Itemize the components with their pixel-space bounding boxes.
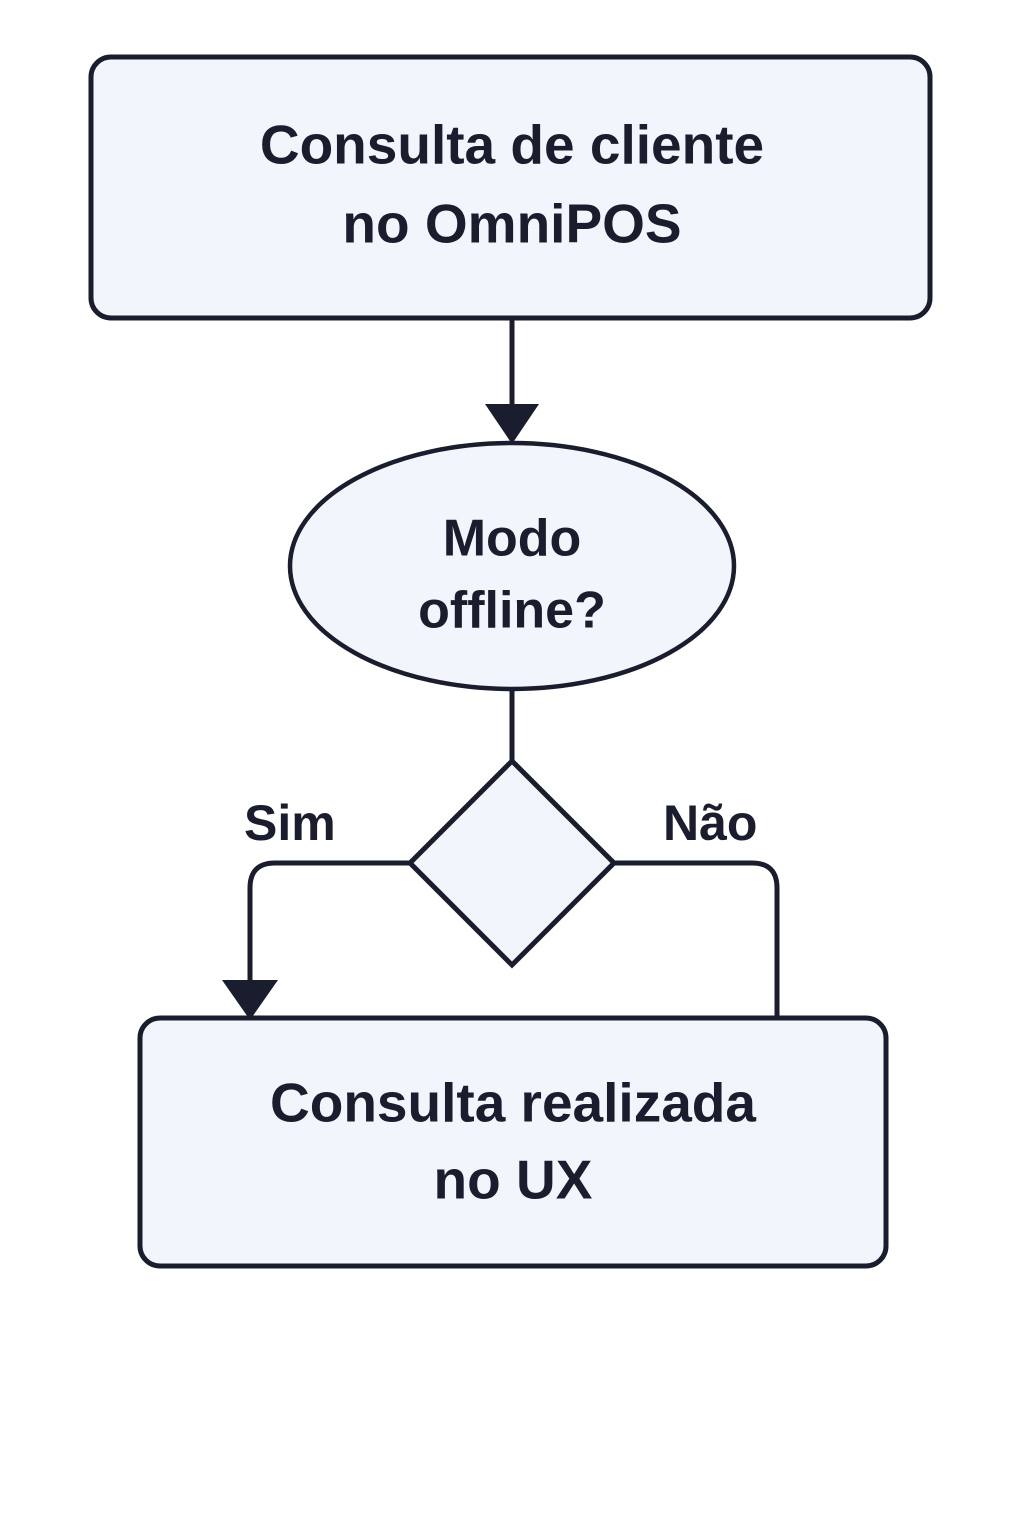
arrowhead-icon-start-to-modo-offline <box>485 404 539 444</box>
node-decision-diamond[interactable] <box>406 757 618 969</box>
edge-label-nao: Não <box>663 795 757 851</box>
node-consulta-de-cliente-no-omnipos[interactable]: Consulta de cliente no OmniPOS <box>88 54 933 321</box>
node-shape-diamond-decision <box>406 757 618 969</box>
node-label-start-line1: Consulta de cliente <box>260 114 764 176</box>
node-shape-ellipse-modo-offline <box>287 440 737 692</box>
node-label-start-line2: no OmniPOS <box>342 193 681 255</box>
edge-start-to-modo-offline <box>485 318 539 444</box>
edge-decision-yes <box>222 860 410 1020</box>
node-shape-rounded-rectangle-end <box>137 1015 889 1269</box>
edge-decision-no <box>614 860 780 1020</box>
arrowhead-icon-decision-yes <box>222 980 278 1020</box>
node-label-modo-offline-line1: Modo <box>443 510 582 568</box>
node-consulta-realizada-no-ux[interactable]: Consulta realizada no UX <box>137 1015 889 1269</box>
edge-line-decision-no <box>614 860 780 1020</box>
node-label-end-line1: Consulta realizada <box>270 1072 756 1134</box>
edge-label-sim: Sim <box>244 795 336 851</box>
node-label-modo-offline-line2: offline? <box>418 582 606 640</box>
node-label-end-line2: no UX <box>434 1149 593 1211</box>
edge-line-decision-yes <box>247 860 410 980</box>
node-modo-offline[interactable]: Modo offline? <box>287 440 737 692</box>
node-shape-rounded-rectangle-start <box>88 54 933 321</box>
